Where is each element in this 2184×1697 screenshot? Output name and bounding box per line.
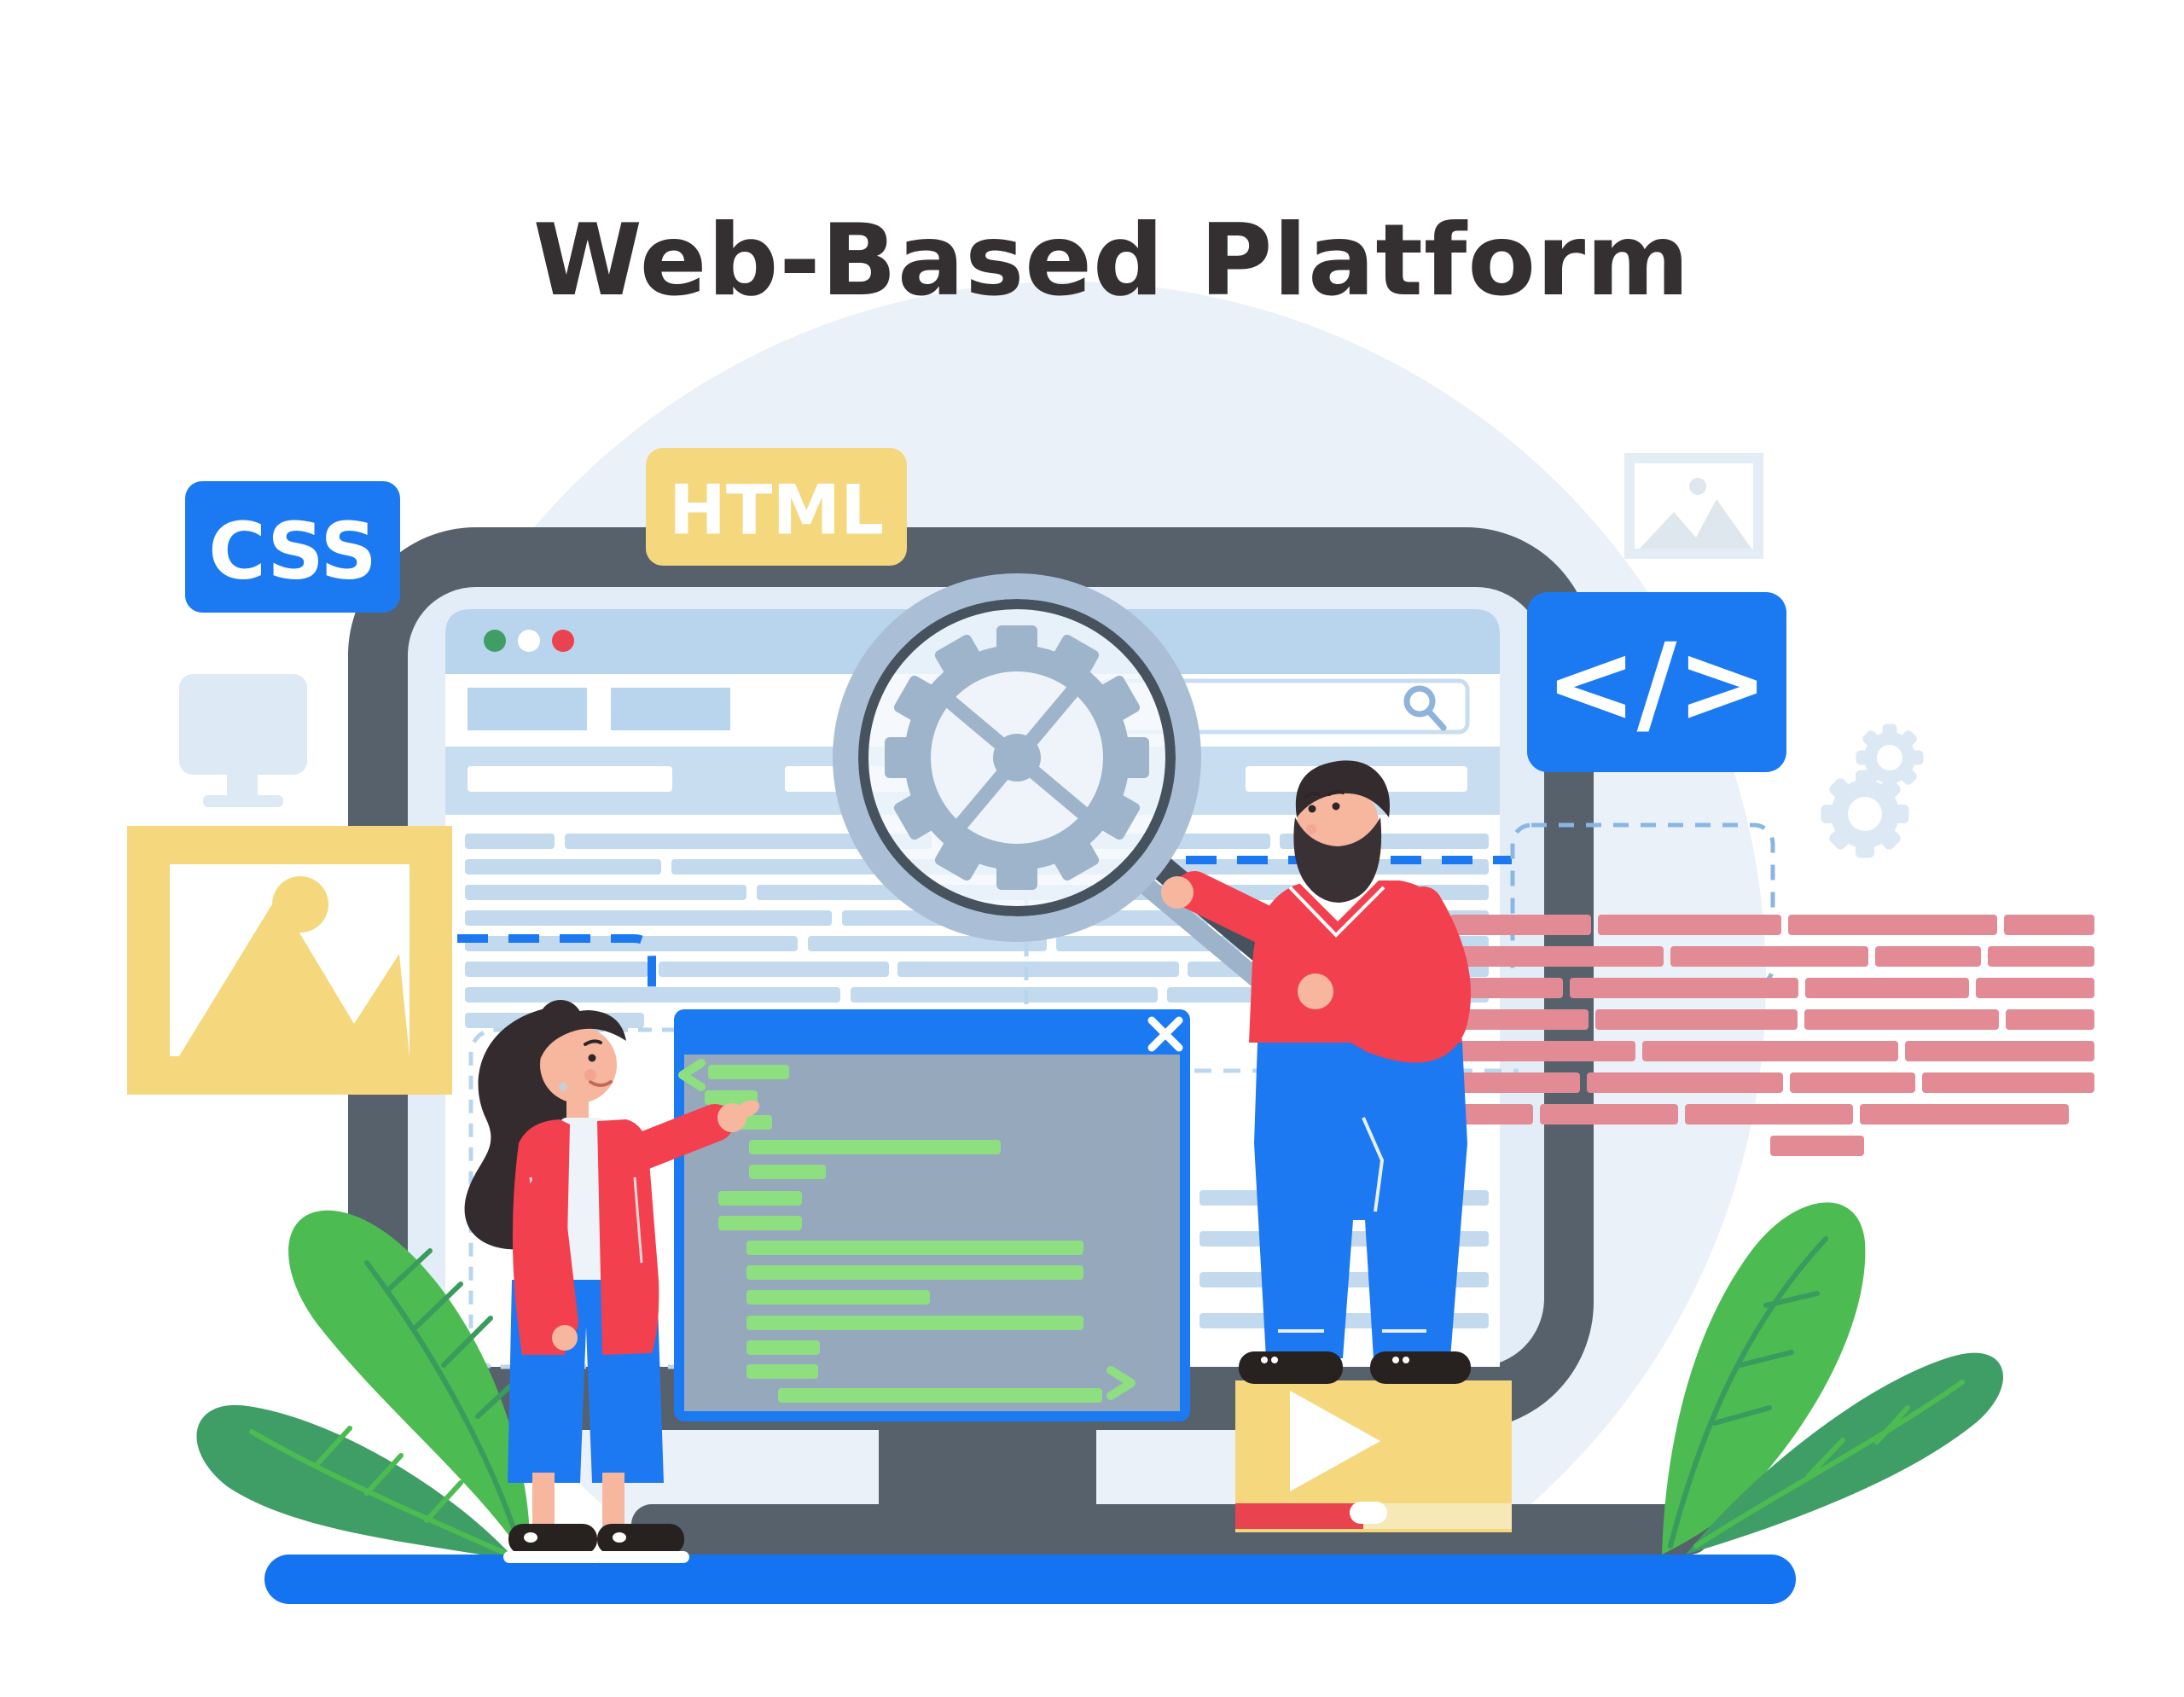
video-player (1235, 1380, 1512, 1532)
man-hand (1298, 973, 1333, 1009)
keyboard-bar (264, 1555, 1796, 1604)
plant-right (1662, 1202, 2004, 1555)
mountains-icon (1640, 499, 1751, 549)
woman-shoes (503, 1524, 689, 1563)
search-icon (1403, 685, 1447, 731)
woman-arm-raised (601, 1104, 734, 1179)
html-badge-label: HTML (669, 471, 884, 550)
code-snippet-pink (1450, 915, 2094, 1156)
traffic-light-white (518, 630, 540, 652)
code-tag-label: </> (1545, 621, 1768, 748)
code-lines-green (700, 1065, 1102, 1403)
gear-icon (885, 625, 1149, 890)
html-badge: HTML (646, 448, 907, 566)
plant-left (196, 1210, 530, 1561)
small-gear-icon (1856, 724, 1924, 792)
page-title: Web-Based Platform (532, 203, 1691, 318)
image-placeholder-icon (1624, 453, 1763, 559)
sun-icon (1689, 478, 1706, 495)
man-beard (1293, 817, 1382, 903)
man-arm-lower (1316, 886, 1472, 1063)
css-badge-label: CSS (208, 506, 377, 597)
mountains-icon (179, 896, 410, 1056)
traffic-light-red (552, 630, 574, 652)
small-monitor-icon (179, 674, 307, 807)
toolbar-button (468, 688, 587, 730)
progress-bar (1235, 1503, 1363, 1529)
magnifier-rim-outer (833, 573, 1201, 942)
code-chevrons (678, 1059, 1136, 1400)
monitor-stand (879, 1418, 1096, 1505)
monitor-base (631, 1504, 1711, 1555)
small-gear-icon (1821, 770, 1909, 858)
picture-frame (127, 826, 452, 1095)
selection-dash-box (1510, 822, 1775, 988)
man-jeans (1254, 1043, 1467, 1358)
css-badge: CSS (185, 481, 400, 613)
woman-shirt (560, 1118, 604, 1297)
traffic-light-green (484, 630, 506, 652)
man-hair (1295, 760, 1390, 817)
woman-arm-down (529, 1173, 578, 1340)
man-shoes (1239, 1351, 1471, 1384)
progress-handle (1350, 1502, 1387, 1524)
background-mask (0, 1604, 2184, 1697)
man (1161, 760, 1472, 1384)
toolbar-button (611, 688, 730, 730)
magnifier-rim-inner (858, 599, 1176, 916)
play-icon (1290, 1391, 1380, 1491)
woman (464, 1000, 760, 1563)
man-hand (1161, 876, 1194, 909)
earring (559, 1083, 567, 1091)
code-window (674, 1009, 1190, 1421)
code-tag-badge: </> (1527, 592, 1786, 772)
close-icon (1147, 1016, 1183, 1052)
man-arm-upper (1175, 871, 1287, 946)
selection-dash-connector (457, 934, 656, 1007)
